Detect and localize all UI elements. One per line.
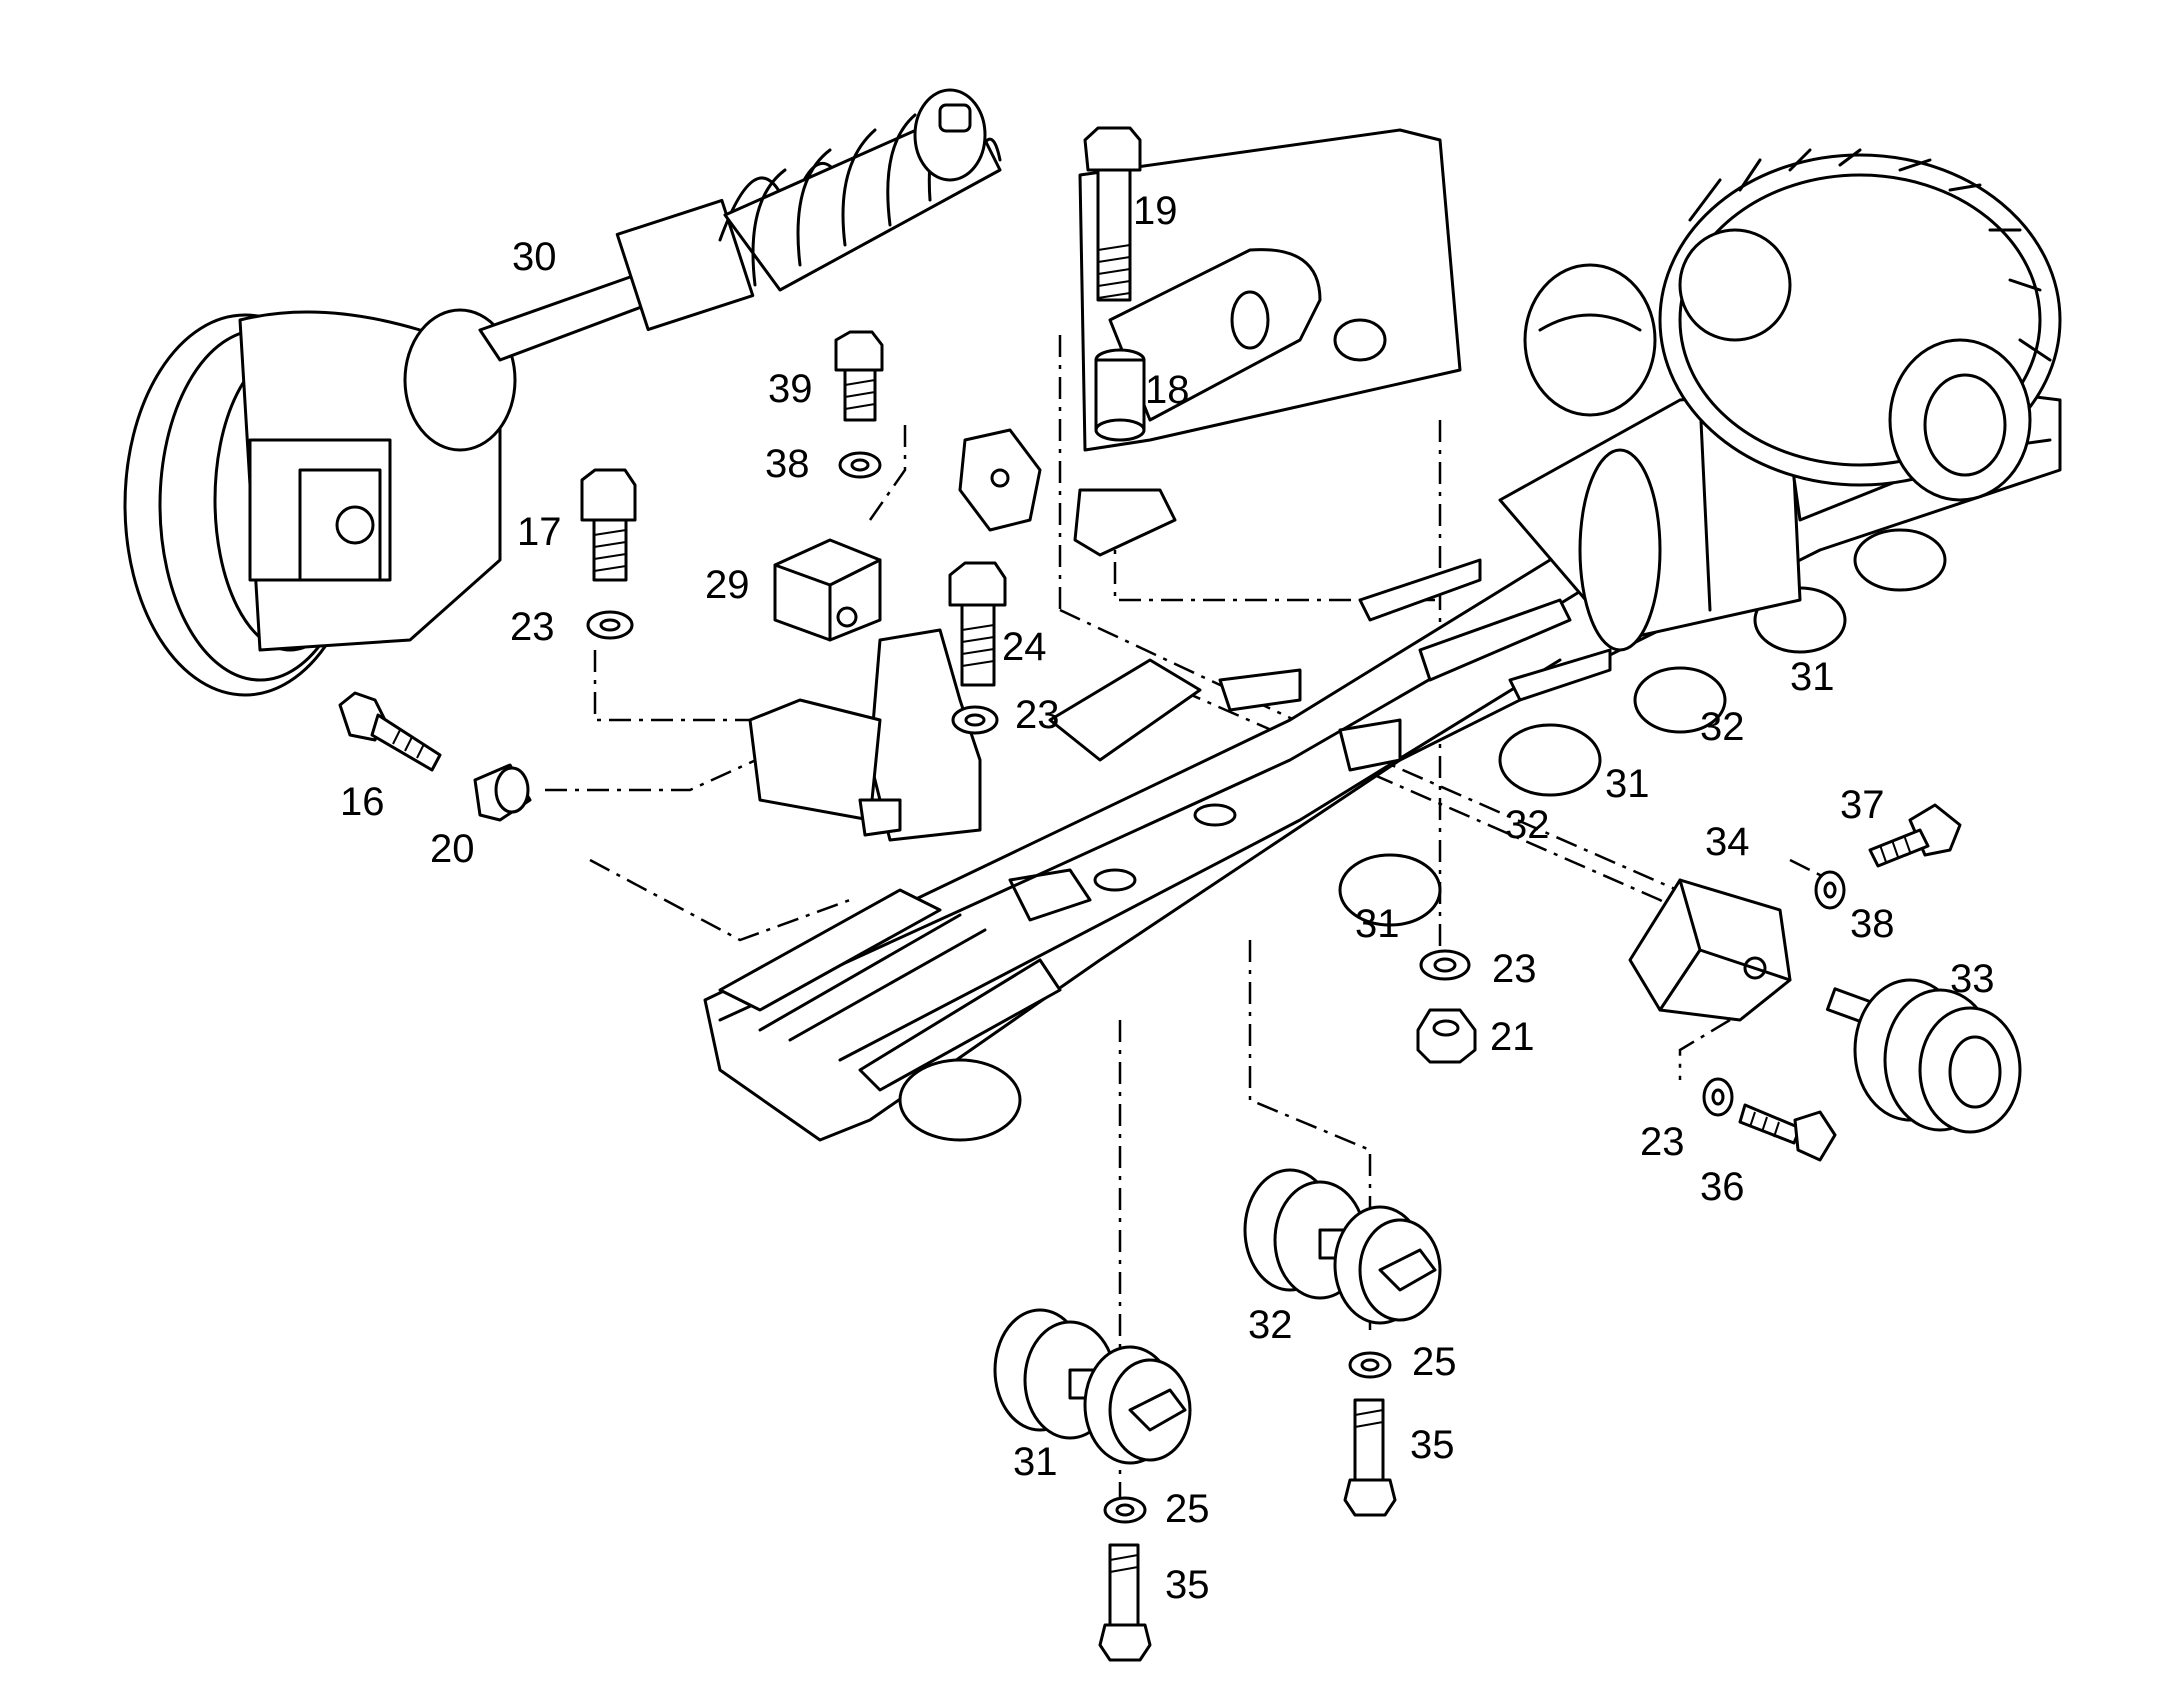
part-35-bolt-b — [1098, 1543, 1152, 1662]
part-39-bolt — [834, 330, 884, 422]
part-23-washer-c — [1419, 949, 1471, 981]
part-30-idler-recoil-assembly — [123, 88, 1002, 697]
mounting-plate — [1073, 128, 1462, 557]
part-38-washer-right — [1814, 870, 1846, 910]
part-31-track-roller — [993, 1308, 1192, 1465]
callout-23-b: 23 — [1015, 693, 1060, 737]
part-17-bolt — [580, 468, 637, 582]
callout-19: 19 — [1133, 189, 1178, 233]
callout-35-a: 35 — [1410, 1423, 1455, 1467]
callout-39: 39 — [768, 367, 813, 411]
callout-31-d: 31 — [1013, 1440, 1058, 1484]
part-34-bracket — [1628, 878, 1792, 1022]
callout-23-c: 23 — [1492, 947, 1537, 991]
part-23-washer-d — [1702, 1077, 1734, 1117]
callout-31-a: 31 — [1790, 655, 1835, 699]
part-23-washer-b — [951, 705, 999, 735]
callout-35-b: 35 — [1165, 1563, 1210, 1607]
callout-36: 36 — [1700, 1165, 1745, 1209]
part-21-nut — [1416, 1008, 1477, 1064]
callout-31-b: 31 — [1605, 762, 1650, 806]
callout-labels: 30 19 39 18 38 17 29 23 24 23 16 20 31 3… — [340, 189, 1995, 1607]
callout-32-c: 32 — [1248, 1303, 1293, 1347]
part-24-bolt — [948, 561, 1007, 687]
callout-32-a: 32 — [1700, 705, 1745, 749]
callout-18: 18 — [1145, 368, 1190, 412]
frame-rollers — [898, 528, 1947, 1142]
callout-25-b: 25 — [1165, 1487, 1210, 1531]
callout-25-a: 25 — [1412, 1340, 1457, 1384]
callout-30: 30 — [512, 235, 557, 279]
callout-24: 24 — [1002, 625, 1047, 669]
callout-16: 16 — [340, 780, 385, 824]
part-36-bolt — [1738, 1103, 1837, 1162]
callout-23-d: 23 — [1640, 1120, 1685, 1164]
callout-33: 33 — [1950, 957, 1995, 1001]
callout-23-a: 23 — [510, 605, 555, 649]
drive-sprocket — [1523, 148, 2062, 502]
part-24-bracket — [748, 428, 1042, 842]
part-23-washer-a — [586, 610, 634, 640]
part-25-washer-a — [1348, 1351, 1392, 1379]
part-35-bolt-a — [1343, 1398, 1397, 1517]
part-18-sleeve — [1094, 348, 1146, 442]
callout-32-b: 32 — [1505, 803, 1550, 847]
callout-29: 29 — [705, 563, 750, 607]
part-32-track-roller — [1243, 1168, 1442, 1325]
callout-38-right: 38 — [1850, 902, 1895, 946]
callout-31-c: 31 — [1355, 902, 1400, 946]
callout-20: 20 — [430, 827, 475, 871]
part-37-bolt — [1868, 803, 1962, 868]
callout-37: 37 — [1840, 783, 1885, 827]
part-16-bolt — [338, 691, 442, 772]
callout-17: 17 — [517, 510, 562, 554]
part-38-washer-top — [838, 451, 882, 479]
part-33-roller — [1825, 978, 2022, 1134]
callout-21: 21 — [1490, 1015, 1535, 1059]
part-25-washer-b — [1103, 1496, 1147, 1524]
part-29-block — [773, 538, 882, 642]
callout-38-top: 38 — [765, 442, 810, 486]
part-20-spacer — [473, 763, 532, 822]
part-19-bolt — [1083, 126, 1142, 302]
callout-34: 34 — [1705, 820, 1750, 864]
